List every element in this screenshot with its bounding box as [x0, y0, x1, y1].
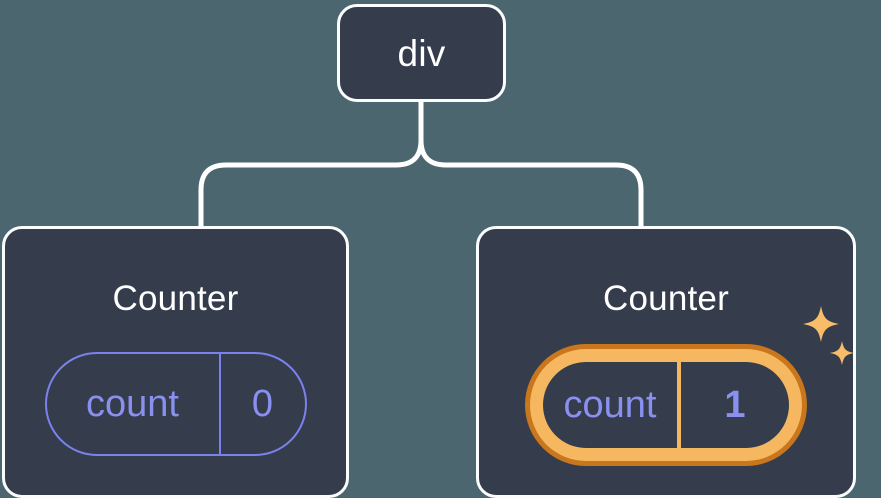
state-pill-right-inner-ring: count 1 [530, 349, 802, 461]
state-pill-left[interactable]: count 0 [44, 352, 307, 456]
state-pill-left-wrap: count 0 [44, 316, 307, 456]
sparkle-group [803, 306, 854, 365]
node-div-label: div [397, 32, 446, 74]
node-counter-right[interactable]: Counter count 1 [476, 226, 856, 498]
node-counter-right-title: Counter [603, 279, 729, 318]
node-counter-left-title: Counter [112, 279, 239, 318]
state-pill-right-key: count [543, 362, 681, 448]
node-counter-left[interactable]: Counter count 0 [2, 226, 349, 498]
sparkle-small-icon [830, 341, 854, 365]
state-pill-right-value: 1 [724, 384, 746, 426]
connector-to-left-counter [198, 98, 424, 231]
connector-to-right-counter [418, 98, 644, 231]
sparkle-large-icon [803, 306, 839, 342]
node-div[interactable]: div [337, 4, 506, 102]
state-pill-right: count 1 [543, 362, 789, 448]
state-pill-right-wrap: count 1 [525, 306, 854, 466]
state-pill-left-value: 0 [251, 383, 274, 425]
state-pill-right-highlight-ring[interactable]: count 1 [525, 344, 807, 466]
state-pill-left-key: count [47, 354, 221, 454]
